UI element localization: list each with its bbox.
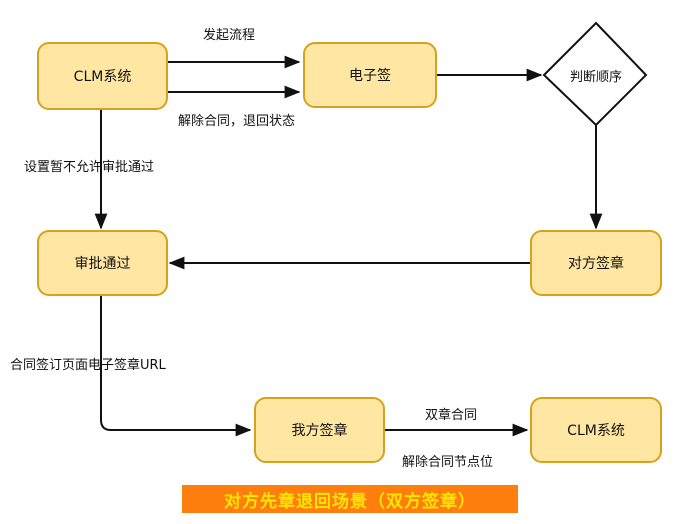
- decision-diamond: [542, 21, 648, 127]
- label-initiate: 发起流程: [203, 28, 256, 43]
- node-esign: 电子签: [303, 42, 437, 108]
- node-decide-label: 判断顺序: [569, 69, 622, 85]
- edge-approve-my: [100, 296, 252, 437]
- node-clm-end: CLM系统: [530, 397, 662, 463]
- node-clm-start: CLM系统: [37, 42, 168, 110]
- label-cancel: 解除合同，退回状态: [178, 114, 296, 129]
- label-double-seal: 双章合同: [425, 408, 478, 423]
- scenario-caption: 对方先章退回场景（双方签章）: [182, 485, 518, 513]
- node-other-sign: 对方签章: [530, 230, 662, 296]
- node-my-sign: 我方签章: [254, 397, 385, 463]
- node-approve: 审批通过: [37, 230, 168, 296]
- label-sign-url: 合同签订页面电子签章URL: [10, 358, 166, 373]
- label-cancel-node: 解除合同节点位: [402, 455, 494, 470]
- label-set-pause: 设置暂不允许审批通过: [24, 160, 155, 175]
